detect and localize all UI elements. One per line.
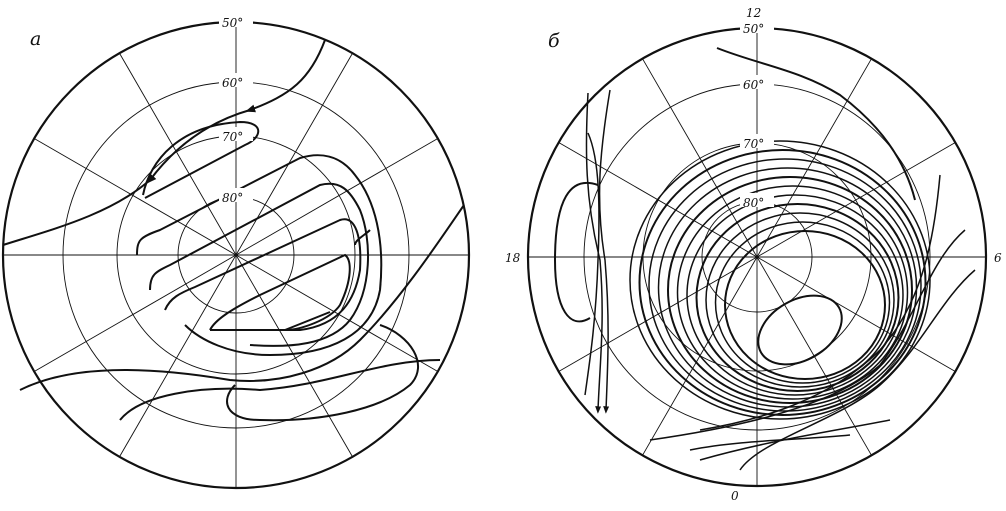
- streamlines-b: [553, 47, 976, 471]
- meridian-line: [558, 256, 758, 372]
- latitude-label: 50°: [743, 22, 764, 36]
- time-label-0: 0: [731, 489, 739, 503]
- panel-label-a: а: [30, 28, 41, 50]
- vortex-streamline: [648, 158, 922, 412]
- vortex-streamline: [657, 167, 918, 408]
- label-mask: [740, 19, 774, 33]
- meridian-line: [756, 58, 872, 258]
- meridian-line: [33, 254, 237, 372]
- vortex-streamline: [686, 194, 904, 396]
- meridian-line: [119, 52, 237, 256]
- meridian-line: [119, 254, 237, 458]
- vortex-streamline: [724, 230, 886, 380]
- label-mask: [219, 188, 253, 202]
- streamline: [585, 92, 603, 414]
- label-mask: [219, 13, 253, 27]
- meridian-line: [756, 256, 956, 372]
- streamlines-a: [2, 39, 465, 422]
- label-mask: [219, 127, 253, 141]
- streamline: [164, 218, 362, 331]
- latitude-label: 60°: [222, 76, 243, 90]
- latitude-label: 60°: [743, 78, 764, 92]
- streamline: [739, 269, 976, 471]
- streamline: [119, 359, 441, 421]
- streamline: [598, 89, 611, 414]
- latitude-label: 50°: [222, 16, 243, 30]
- streamline: [354, 229, 371, 246]
- streamline: [226, 324, 420, 422]
- meridian-line: [33, 138, 237, 256]
- streamline: [553, 182, 599, 323]
- streamline: [284, 311, 331, 331]
- label-mask: [219, 73, 253, 87]
- label-mask: [740, 193, 774, 207]
- meridian-line: [235, 138, 439, 256]
- streamline: [716, 47, 916, 201]
- time-label-12: 12: [746, 6, 761, 20]
- vortex-streamline: [676, 185, 909, 400]
- vortex-streamline: [667, 176, 913, 404]
- vortex-streamline: [695, 203, 900, 392]
- streamline: [699, 419, 891, 461]
- time-label-6: 6: [994, 251, 1002, 265]
- vortex-streamline: [629, 140, 931, 420]
- panel-a: а 50° 60° 70° 80°: [1, 13, 471, 490]
- streamline: [19, 204, 465, 391]
- panel-b: б 12 18 6 0 50° 60° 70° 80°: [505, 6, 1002, 503]
- label-mask: [740, 75, 774, 89]
- latitude-label: 70°: [222, 130, 243, 144]
- vortex-core: [757, 294, 843, 366]
- vortex-streamline: [638, 149, 927, 416]
- streamline: [649, 229, 966, 441]
- streamline: [584, 132, 600, 396]
- streamline: [689, 434, 851, 451]
- streamline: [149, 182, 369, 347]
- meridian-line: [235, 254, 353, 458]
- latitude-label: 80°: [743, 196, 764, 210]
- meridian-line: [642, 58, 758, 258]
- streamline: [142, 120, 260, 199]
- meridian-line: [235, 52, 353, 256]
- polar-grid-a: [3, 22, 469, 488]
- vortex-streamline: [714, 221, 891, 384]
- meridian-line: [756, 142, 956, 258]
- latitude-label: 70°: [743, 137, 764, 151]
- label-mask: [740, 134, 774, 148]
- vortex-streamline: [705, 212, 895, 388]
- latitude-label: 80°: [222, 191, 243, 205]
- panel-label-b: б: [548, 30, 560, 52]
- streamline: [209, 253, 351, 331]
- time-label-18: 18: [505, 251, 521, 265]
- streamline: [2, 39, 326, 246]
- meridian-line: [235, 254, 439, 372]
